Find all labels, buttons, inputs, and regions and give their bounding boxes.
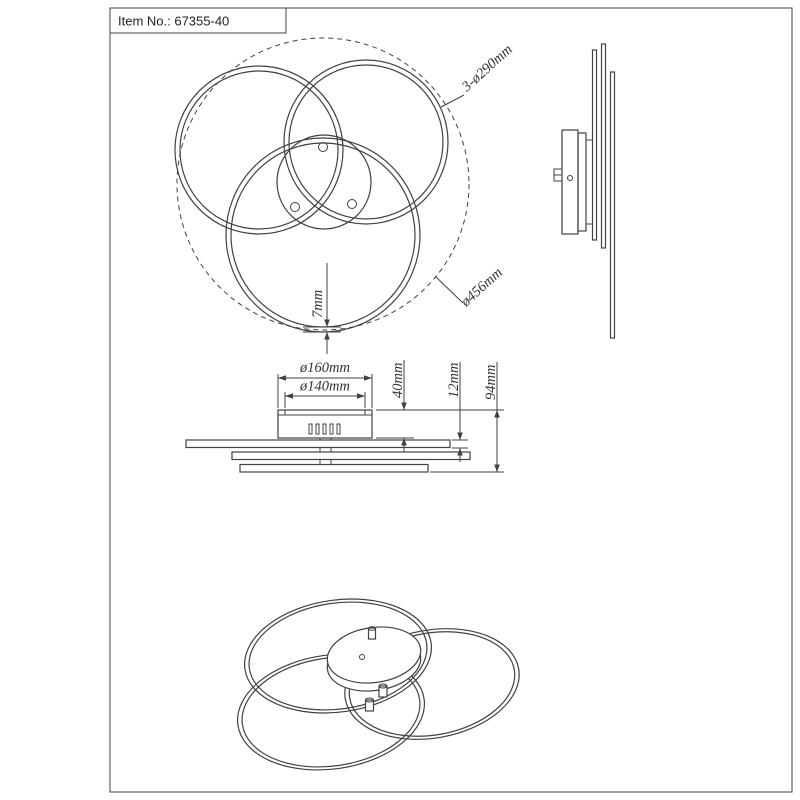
ring-outer — [236, 653, 426, 771]
ring-outer — [344, 628, 520, 740]
bracket-hole — [567, 175, 573, 181]
arrowhead — [457, 448, 463, 456]
center-pin-cap — [368, 626, 376, 631]
dimension-ring-height: 12mm — [446, 362, 468, 462]
dim-ring-height-label: 12mm — [446, 363, 462, 398]
canopy-circle — [276, 134, 372, 230]
dim-canopy-outer-label: ø160mm — [299, 360, 350, 376]
vent-slot — [308, 423, 313, 435]
vent-slot — [322, 423, 327, 435]
mount-hole-top — [318, 142, 328, 152]
vent-slot — [315, 423, 320, 435]
arrowhead — [324, 332, 330, 340]
dim-rings-label: 3-ø290mm — [458, 42, 516, 96]
mount-hole-left — [290, 202, 300, 212]
dimension-ring-diameter: 3-ø290mm — [440, 42, 516, 108]
dim-ring-width-label: 7mm — [310, 290, 326, 318]
canopy-screw-hole — [359, 654, 365, 660]
arrowhead — [324, 319, 330, 327]
arrowhead — [457, 432, 463, 440]
ring-inner — [241, 656, 421, 768]
perspective-view — [236, 598, 520, 771]
arrowhead — [285, 393, 293, 399]
ring2-inner — [288, 64, 444, 220]
canopy-body — [277, 409, 373, 439]
dimension-total-height: 94mm — [376, 362, 504, 473]
ring-inner — [248, 601, 428, 711]
dim-canopy-height-label: 40mm — [390, 363, 406, 398]
mount-hole-right — [347, 199, 357, 209]
page-border — [109, 7, 793, 793]
dimension-canopy-outer: ø160mm — [277, 360, 373, 408]
ring3-bar — [239, 463, 429, 473]
arrowhead — [494, 464, 500, 472]
dimension-overall-diameter: ø456mm — [435, 265, 506, 311]
ring1-outer — [174, 65, 344, 235]
ring2-bar — [231, 451, 471, 461]
top-view: 7mm 3-ø290mm ø456mm — [174, 37, 516, 354]
side-view — [553, 43, 616, 339]
dim-total-height-label: 94mm — [483, 365, 499, 400]
perspective-ring-right — [344, 628, 520, 740]
vent-slot — [329, 423, 334, 435]
dimension-ring-width: 7mm — [303, 263, 341, 354]
overall-diameter-dashed-circle — [176, 37, 470, 331]
ring1-inner — [179, 70, 339, 230]
vent-slot — [336, 423, 341, 435]
ring-inner — [348, 631, 516, 737]
ring2-outer — [283, 59, 449, 225]
canopy-side — [577, 132, 587, 232]
item-number-label: Item No.: 67355-40 — [118, 14, 229, 29]
front-view: ø160mm ø140mm 40mm 12m — [185, 360, 504, 473]
ring1-bar — [185, 439, 451, 449]
ring1-edge — [591, 49, 598, 241]
center-pin — [367, 627, 377, 640]
standoff-post-cap — [365, 697, 374, 703]
standoff-post — [378, 685, 388, 698]
arrowhead — [401, 438, 407, 446]
perspective-ring-front — [236, 653, 426, 771]
leader-line — [435, 276, 464, 304]
page-frame: Item No.: 67355-40 — [109, 7, 793, 793]
arrowhead — [401, 402, 407, 410]
perspective-ring-back — [243, 598, 433, 714]
dimension-canopy-height: 40mm — [376, 360, 414, 452]
standoff-post-cap — [378, 683, 388, 689]
mount-bracket — [561, 129, 579, 235]
dim-canopy-inner-label: ø140mm — [299, 379, 350, 395]
leader-line — [440, 94, 465, 108]
arrowhead — [364, 375, 372, 381]
ring3-edge — [609, 71, 616, 339]
dimension-canopy-inner: ø140mm — [284, 379, 366, 408]
arrowhead — [357, 393, 365, 399]
dim-overall-label: ø456mm — [457, 265, 506, 311]
standoff-post — [364, 699, 375, 712]
arrowhead — [278, 375, 286, 381]
ring-outer — [243, 598, 433, 714]
ring2-edge — [600, 43, 607, 249]
arrowhead — [494, 410, 500, 418]
title-box — [109, 7, 287, 34]
